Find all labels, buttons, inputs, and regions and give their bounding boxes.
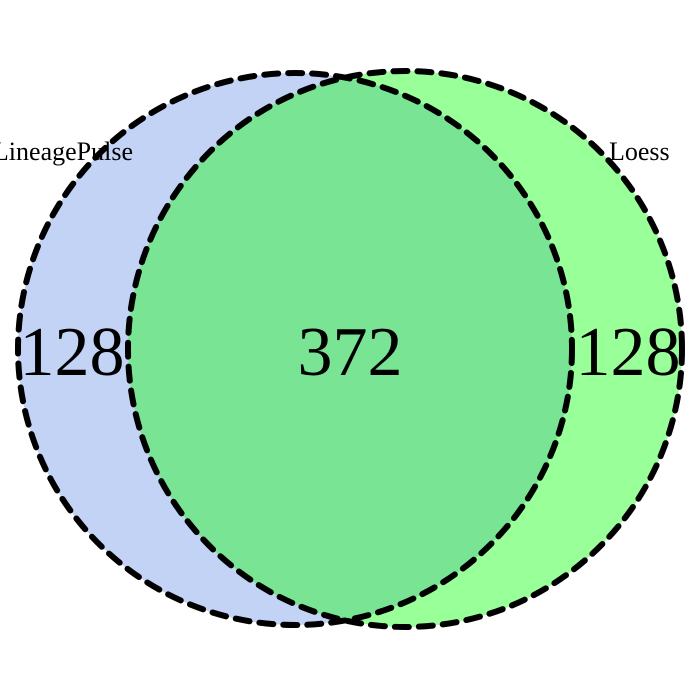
set-a-only-count: 128: [20, 314, 125, 391]
intersection-count: 372: [298, 314, 403, 391]
set-b-only-count: 128: [576, 314, 681, 391]
set-a-outline: [15, 70, 575, 628]
set-b-outline: [125, 68, 685, 630]
set-b-label: Loess: [609, 137, 670, 166]
set-a-label: LineagePulse: [0, 137, 133, 166]
